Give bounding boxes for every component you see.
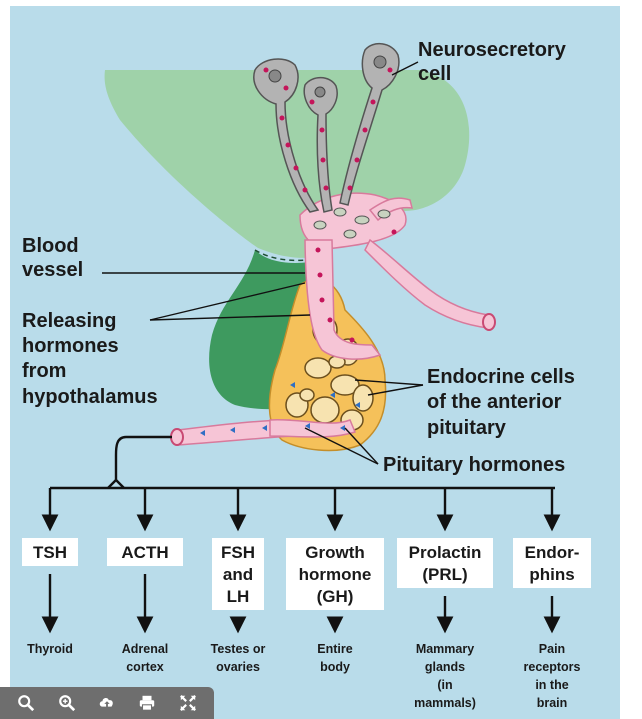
secretory-granules — [263, 67, 397, 343]
target-label: Thyroid — [27, 642, 73, 656]
hormone-box — [212, 538, 264, 610]
target-label: Testes or — [211, 642, 266, 656]
neurosecretory-cells — [253, 43, 400, 213]
upload-icon — [99, 698, 113, 708]
hormone-name: hormone — [299, 565, 372, 584]
zoom-out-icon — [18, 695, 35, 712]
hormone-name: Endor- — [525, 543, 580, 562]
hormone-name: ACTH — [121, 543, 168, 562]
hormone-box — [513, 538, 591, 588]
target-label: in the — [535, 678, 568, 692]
hormone-name: (GH) — [317, 587, 354, 606]
hormone-box — [107, 538, 183, 566]
target-label: Entire — [317, 642, 352, 656]
label-endocrine-1: Endocrine cells — [427, 366, 575, 388]
label-blood: Blood — [22, 235, 79, 257]
print-icon — [140, 695, 155, 711]
target-label: cortex — [126, 660, 164, 674]
vessel-end-right — [482, 313, 496, 331]
zoom-out-button[interactable] — [13, 690, 39, 716]
label-neurosecretory-cell: cell — [418, 63, 451, 85]
target-label: Pain — [539, 642, 565, 656]
hormone-box — [397, 538, 493, 588]
target-label: body — [320, 660, 350, 674]
hormone-name: LH — [227, 587, 250, 606]
hormone-name: Prolactin — [409, 543, 482, 562]
target-label: ovaries — [216, 660, 260, 674]
hormone-box — [22, 538, 78, 566]
label-hypothalamus: hypothalamus — [22, 386, 158, 408]
target-label: mammals) — [414, 696, 476, 710]
target-label: (in — [437, 678, 452, 692]
target-label: Adrenal — [122, 642, 169, 656]
target-label: brain — [537, 696, 568, 710]
label-from: from — [22, 360, 66, 382]
print-button[interactable] — [134, 690, 160, 716]
hormone-name: TSH — [33, 543, 67, 562]
hormone-column: Prolactin (PRL) Mammary glands (in mammals) — [397, 488, 493, 710]
target-label: receptors — [524, 660, 581, 674]
hormone-column: Growth hormone (GH) Entire body — [286, 488, 384, 674]
hormone-markers — [200, 382, 360, 436]
label-endocrine-2: of the anterior — [427, 391, 562, 413]
hormone-name: FSH — [221, 543, 255, 562]
hormone-name: Growth — [305, 543, 365, 562]
label-endocrine-3: pituitary — [427, 417, 507, 439]
hormone-column: ACTH Adrenal cortex — [107, 488, 183, 674]
hormone-column: TSH Thyroid — [22, 488, 78, 656]
zoom-in-icon — [58, 695, 75, 712]
label-neurosecretory: Neurosecretory — [418, 39, 567, 61]
hormone-box — [286, 538, 384, 610]
label-releasing: Releasing — [22, 310, 116, 332]
target-label: glands — [425, 660, 465, 674]
hormone-name: and — [223, 565, 253, 584]
hormone-name: phins — [529, 565, 574, 584]
zoom-in-button[interactable] — [54, 690, 80, 716]
upload-button[interactable] — [94, 690, 120, 716]
label-pituitary-hormones: Pituitary hormones — [383, 454, 565, 476]
label-vessel: vessel — [22, 259, 83, 281]
vessel-end-left — [170, 428, 184, 446]
label-hormones: hormones — [22, 335, 119, 357]
target-label: Mammary — [416, 642, 474, 656]
fullscreen-icon — [179, 695, 196, 711]
hormone-name: (PRL) — [422, 565, 467, 584]
fullscreen-button[interactable] — [175, 690, 201, 716]
viewer-toolbar — [0, 687, 214, 719]
